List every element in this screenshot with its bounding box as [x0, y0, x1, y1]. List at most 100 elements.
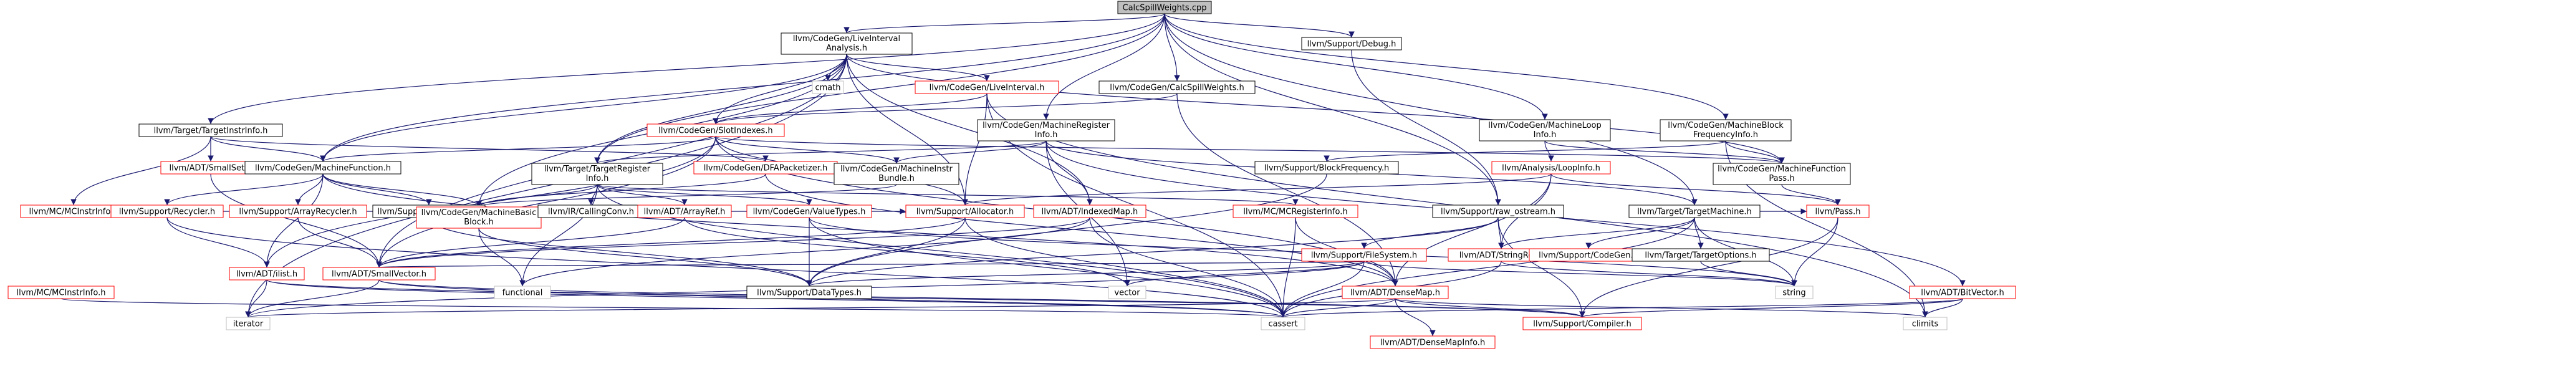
node-livinterval_h[interactable]: llvm/CodeGen/LiveInterval.h	[915, 80, 1059, 94]
node-label-targetregisterinfo: llvm/Target/TargetRegister	[544, 165, 651, 174]
edge-filesystem-to-smallvector	[378, 261, 1365, 268]
node-label-arrayrecycler: llvm/Support/ArrayRecycler.h	[239, 208, 357, 217]
node-mcregisterinfo[interactable]: llvm/MC/MCRegisterInfo.h	[1233, 204, 1358, 218]
node-box-compiler	[1522, 317, 1642, 330]
edge-root-to-mbfi	[1164, 13, 1729, 120]
node-smallset[interactable]: llvm/ADT/SmallSet.h	[160, 161, 261, 175]
node-callingconv[interactable]: llvm/IR/CallingConv.h	[537, 204, 645, 218]
node-box-mbfi	[1660, 119, 1792, 142]
node-filesystem[interactable]: llvm/Support/FileSystem.h	[1301, 248, 1427, 262]
node-label-filesystem: llvm/Support/FileSystem.h	[1311, 251, 1417, 261]
node-box-targetmachine	[1628, 204, 1761, 218]
node-support_debug[interactable]: llvm/Support/Debug.h	[1301, 37, 1402, 50]
edge-raw_ostream-to-compiler	[1497, 217, 1585, 318]
edge-machinefunction-to-ilist	[264, 173, 324, 268]
node-box-densemap	[1342, 286, 1449, 299]
edge-recycler-to-cassert	[166, 217, 1286, 318]
edge-machinefunction-to-arrayrecycler	[295, 173, 324, 206]
edge-target_instrinfo-to-machinefunction	[210, 136, 326, 162]
edge-bitvector-to-cassert	[1280, 298, 1963, 318]
node-mcinstrinfo[interactable]: llvm/MC/MCInstrInfo.h	[20, 204, 127, 218]
node-valuetypes[interactable]: llvm/CodeGen/ValueTypes.h	[746, 204, 872, 218]
node-datatypes[interactable]: llvm/Support/DataTypes.h	[746, 286, 872, 299]
node-densemapinfo[interactable]: llvm/ADT/DenseMapInfo.h	[1370, 335, 1496, 349]
node-label-blockfrequency: llvm/Support/BlockFrequency.h	[1264, 164, 1390, 173]
node-slotindexes[interactable]: llvm/CodeGen/SlotIndexes.h	[646, 123, 785, 137]
node-box-mfpass	[1713, 163, 1851, 185]
node-blockfrequency[interactable]: llvm/Support/BlockFrequency.h	[1254, 161, 1399, 175]
node-label-cassert: cassert	[1268, 320, 1297, 329]
node-densemap[interactable]: llvm/ADT/DenseMap.h	[1342, 286, 1449, 299]
node-label-compiler: llvm/Support/Compiler.h	[1533, 320, 1631, 329]
node-pass[interactable]: llvm/Pass.h	[1806, 204, 1870, 218]
node-box-indexedmap	[1033, 204, 1146, 218]
edge-mri-to-machineinstrbundle	[893, 140, 1047, 164]
edge-root-to-raw_ostream	[1164, 13, 1501, 206]
edge-targetmachine-to-supportcodegen	[1585, 217, 1695, 249]
edge-root-to-targetregisterinfo	[594, 13, 1165, 164]
node-arrayref[interactable]: llvm/ADT/ArrayRef.h	[637, 204, 732, 218]
node-compiler[interactable]: llvm/Support/Compiler.h	[1522, 317, 1642, 330]
edge-root-to-liveint_analysis	[843, 13, 1165, 34]
node-box-support_debug	[1301, 37, 1402, 50]
edge-filesystem-to-datatypes	[806, 261, 1365, 287]
node-calcspill_h[interactable]: llvm/CodeGen/CalcSpillWeights.h	[1098, 80, 1256, 94]
edge-analysis_loopinfo-to-allocator	[962, 173, 1552, 206]
node-box-vector	[1108, 286, 1146, 299]
node-label-machineinstrbundle: llvm/CodeGen/MachineInstr	[840, 165, 953, 174]
node-indexedmap[interactable]: llvm/ADT/IndexedMap.h	[1033, 204, 1146, 218]
node-allocator[interactable]: llvm/Support/Allocator.h	[905, 204, 1025, 218]
node-cmath: cmath	[812, 80, 844, 94]
node-targetoptions[interactable]: llvm/Target/TargetOptions.h	[1632, 248, 1770, 262]
node-mcinstinfo[interactable]: llvm/MC/MCInstrInfo.h	[7, 286, 115, 299]
edge-arrayrecycler-to-smallvector	[297, 217, 382, 268]
node-targetmachine[interactable]: llvm/Target/TargetMachine.h	[1628, 204, 1761, 218]
node-box-recycler	[110, 204, 224, 218]
node-box-allocator	[905, 204, 1025, 218]
node-label-mfpass: Pass.h	[1769, 174, 1794, 183]
node-label-mcinstrinfo: llvm/MC/MCInstrInfo.h	[29, 208, 118, 217]
node-machinefunction[interactable]: llvm/CodeGen/MachineFunction.h	[244, 161, 401, 175]
node-label-machinefunction: llvm/CodeGen/MachineFunction.h	[255, 164, 391, 173]
edge-bitvector-to-climits	[1922, 298, 1963, 318]
edge-targetmachine-to-stringref	[1498, 217, 1695, 249]
node-vector: vector	[1108, 286, 1146, 299]
node-supportcodegen[interactable]: llvm/Support/CodeGen.h	[1529, 248, 1648, 262]
node-target_instrinfo[interactable]: llvm/Target/TargetInstrInfo.h	[138, 123, 283, 137]
edge-indexedmap-to-cassert	[1089, 217, 1286, 318]
edge-mbb-to-functional	[478, 228, 526, 287]
node-box-iterator	[226, 317, 271, 330]
edge-mri-to-targetregisterinfo	[594, 140, 1047, 164]
edge-liveint_analysis-to-iterator	[245, 54, 847, 318]
edge-densemap-to-climits	[1395, 298, 1928, 318]
node-recycler[interactable]: llvm/Support/Recycler.h	[110, 204, 224, 218]
node-dfapacketizer[interactable]: llvm/CodeGen/DFAPacketizer.h	[693, 161, 838, 175]
node-root[interactable]: CalcSpillWeights.cpp	[1117, 1, 1212, 14]
node-climits: climits	[1903, 317, 1948, 330]
node-label-targetregisterinfo: Info.h	[586, 174, 609, 183]
node-bitvector[interactable]: llvm/ADT/BitVector.h	[1909, 286, 2016, 299]
node-label-datatypes: llvm/Support/DataTypes.h	[757, 289, 862, 298]
node-arrayrecycler[interactable]: llvm/Support/ArrayRecycler.h	[229, 204, 367, 218]
node-label-raw_ostream: llvm/Support/raw_ostream.h	[1441, 208, 1555, 217]
node-ilist[interactable]: llvm/ADT/ilist.h	[229, 267, 305, 281]
edge-liveint_analysis-to-targetregisterinfo	[594, 54, 847, 164]
edge-support_debug-to-raw_ostream	[1351, 49, 1501, 206]
edge-machineloop-to-mfpass	[1544, 140, 1785, 164]
node-analysis_loopinfo[interactable]: llvm/Analysis/LoopInfo.h	[1491, 161, 1611, 175]
node-smallvector[interactable]: llvm/ADT/SmallVector.h	[322, 267, 436, 281]
node-raw_ostream[interactable]: llvm/Support/raw_ostream.h	[1432, 204, 1564, 218]
node-label-smallset: llvm/ADT/SmallSet.h	[169, 164, 252, 173]
edge-slotindexes-to-machinefunction	[320, 136, 716, 162]
node-label-livinterval_h: llvm/CodeGen/LiveInterval.h	[930, 84, 1045, 93]
node-label-calcspill_h: llvm/CodeGen/CalcSpillWeights.h	[1110, 84, 1244, 93]
edge-blockfrequency-to-datatypes	[806, 173, 1327, 287]
